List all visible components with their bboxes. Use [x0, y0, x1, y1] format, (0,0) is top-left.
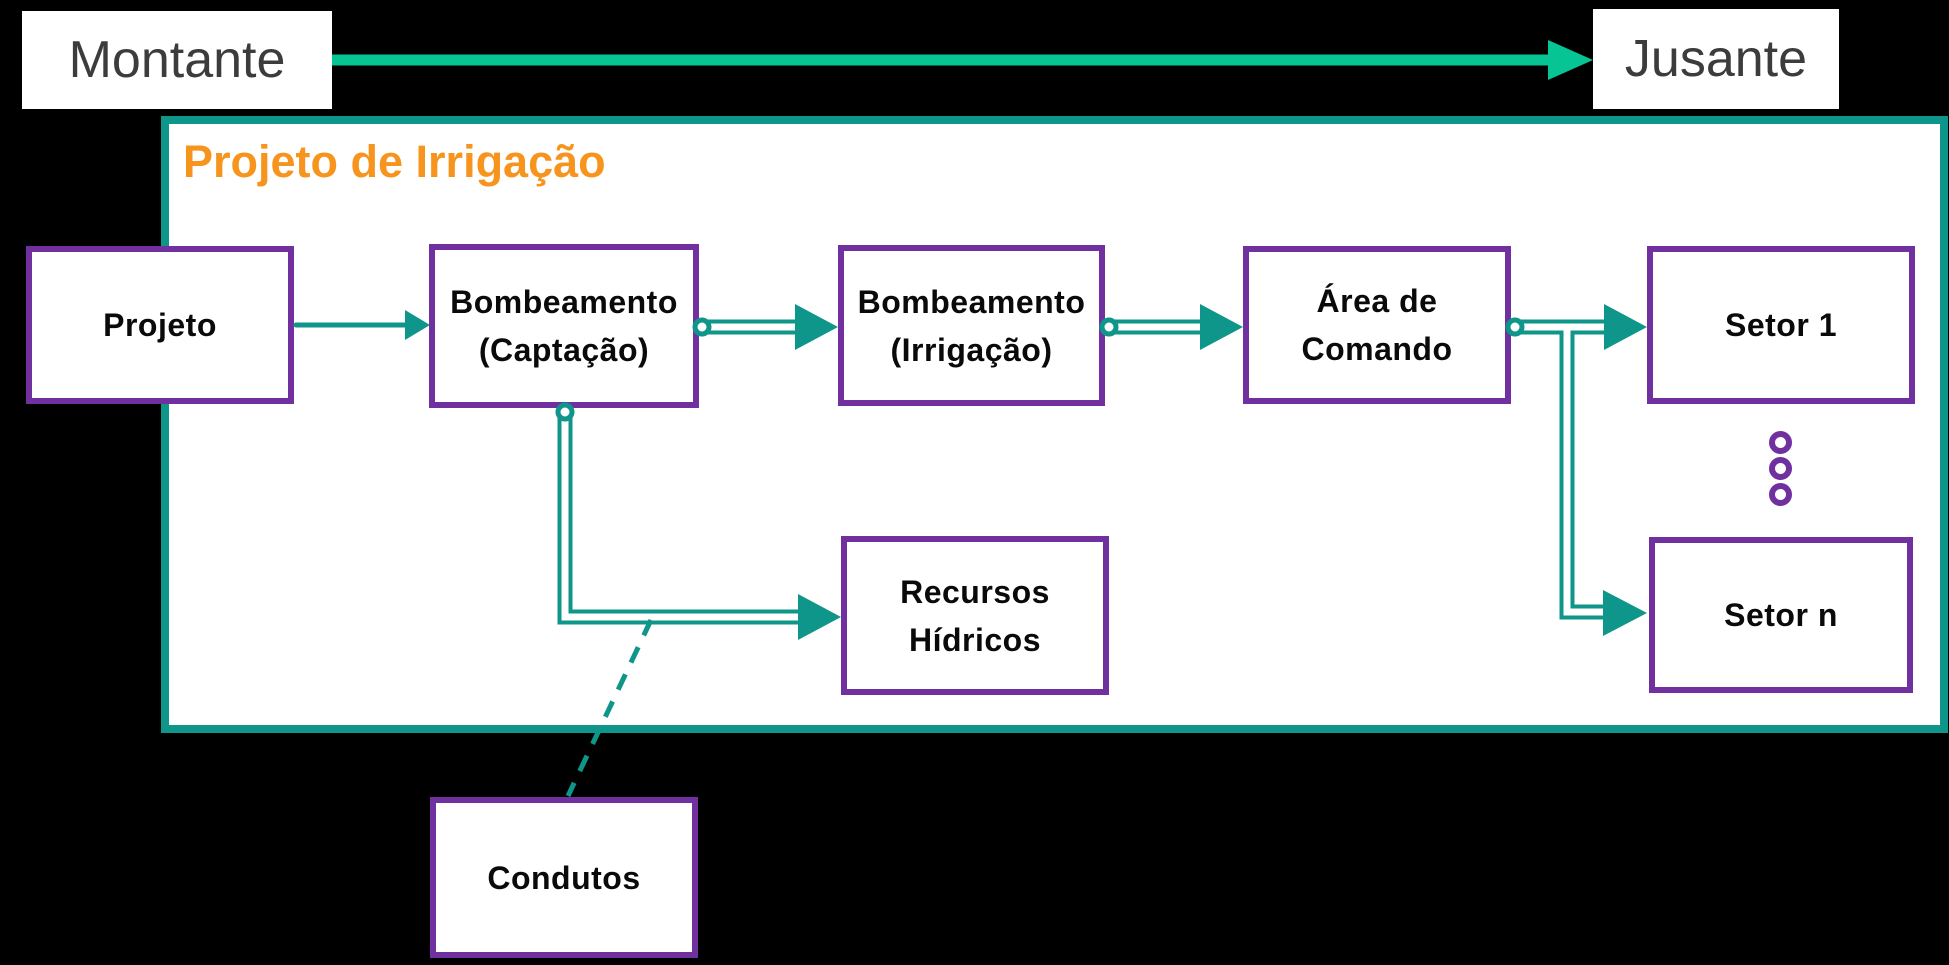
node-area-de-comando-label: Área de Comando: [1301, 283, 1453, 367]
node-condutos-label: Condutos: [487, 859, 641, 896]
node-projeto: Projeto: [26, 246, 294, 404]
node-area-de-comando: Área de Comando: [1243, 246, 1511, 404]
node-projeto-label: Projeto: [103, 307, 217, 343]
node-setor-1-label: Setor 1: [1725, 307, 1837, 343]
node-condutos: Condutos: [430, 797, 698, 958]
node-recursos-hidricos-label: Recursos Hídricos: [900, 573, 1050, 658]
node-bombeamento-irrigacao: Bombeamento (Irrigação): [838, 245, 1105, 406]
node-setor-n: Setor n: [1649, 537, 1913, 693]
node-recursos-hidricos: Recursos Hídricos: [841, 536, 1109, 695]
montante-label: Montante: [68, 31, 286, 89]
sectors-ellipsis: [1769, 431, 1792, 506]
node-bombeamento-captacao: Bombeamento (Captação): [429, 244, 699, 408]
ellipsis-dot: [1769, 431, 1792, 454]
node-bombeamento-irrigacao-label: Bombeamento (Irrigação): [857, 283, 1086, 368]
ellipsis-dot: [1769, 457, 1792, 480]
node-setor-n-label: Setor n: [1724, 597, 1838, 633]
node-setor-1: Setor 1: [1647, 246, 1915, 404]
jusante-label-box: Jusante: [1593, 9, 1839, 109]
flow-arrow-montante-to-jusante: [332, 40, 1593, 80]
jusante-label: Jusante: [1624, 30, 1808, 88]
node-bombeamento-captacao-label: Bombeamento (Captação): [450, 284, 678, 368]
container-title: Projeto de Irrigação: [183, 136, 606, 187]
ellipsis-dot: [1769, 483, 1792, 506]
montante-label-box: Montante: [22, 11, 332, 109]
